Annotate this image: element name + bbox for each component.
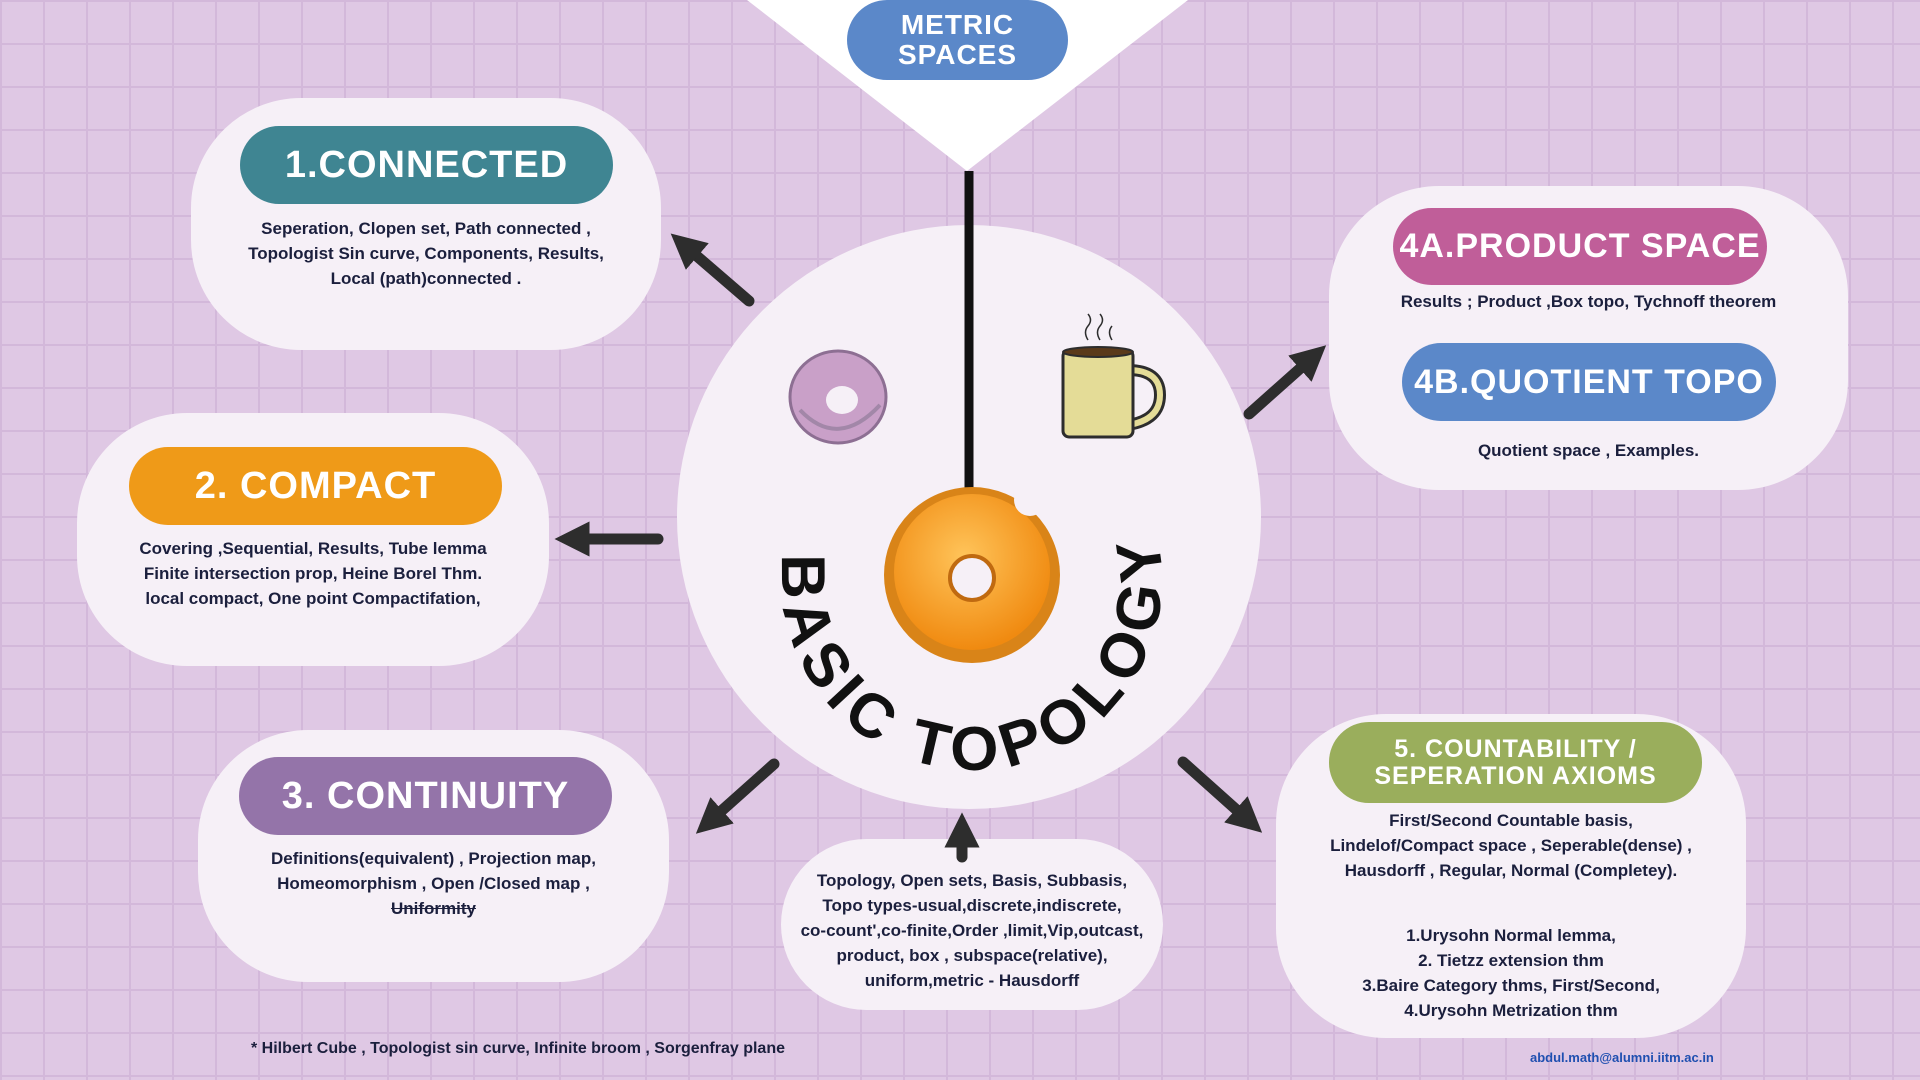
text-line: Homeomorphism , Open /Closed map ,: [277, 874, 590, 893]
text-line: Finite intersection prop, Heine Borel Th…: [143, 564, 483, 583]
metric-spaces-pill: METRIC SPACES: [847, 0, 1068, 80]
connected-text: Seperation, Clopen set, Path connected ,…: [191, 216, 661, 291]
quotient-text: Quotient space , Examples.: [1329, 438, 1848, 463]
compact-title: 2. COMPACT: [129, 447, 502, 525]
spaces-label: SPACES: [897, 39, 1018, 70]
text-line: 3.Baire Category thms, First/Second,: [1362, 976, 1660, 995]
product-space-title: 4A.PRODUCT SPACE: [1393, 208, 1767, 285]
footnote: * Hilbert Cube , Topologist sin curve, I…: [251, 1040, 785, 1057]
text-line: 1.Urysohn Normal lemma,: [1406, 926, 1616, 945]
torus-icon: [788, 349, 888, 445]
text-line: Results ; Product ,Box topo, Tychnoff th…: [1400, 292, 1777, 311]
text-line: Hausdorff , Regular, Normal (Completey).: [1344, 861, 1678, 880]
text-line: uniform,metric - Hausdorff: [864, 971, 1080, 990]
text-line: Topologist Sin curve, Components, Result…: [248, 244, 604, 263]
continuity-title: 3. CONTINUITY: [239, 757, 612, 835]
text-line: Lindelof/Compact space , Seperable(dense…: [1330, 836, 1692, 855]
product-text: Results ; Product ,Box topo, Tychnoff th…: [1329, 289, 1848, 314]
basics-card: [781, 839, 1163, 1010]
author-email: abdul.math@alumni.iitm.ac.in: [1530, 1050, 1714, 1065]
basics-text: Topology, Open sets, Basis, Subbasis, To…: [781, 868, 1163, 993]
text-line: First/Second Countable basis,: [1389, 811, 1633, 830]
text-line: Topo types-usual,discrete,indiscrete,: [822, 896, 1122, 915]
text-line: product, box , subspace(relative),: [836, 946, 1108, 965]
text-line: co-count',co-finite,Order ,limit,Vip,out…: [800, 921, 1144, 940]
countability-title: 5. COUNTABILITY / SEPERATION AXIOMS: [1329, 722, 1702, 803]
quotient-topo-title: 4B.QUOTIENT TOPO: [1402, 343, 1776, 421]
continuity-text: Definitions(equivalent) , Projection map…: [198, 846, 669, 921]
text-line: Definitions(equivalent) , Projection map…: [271, 849, 596, 868]
text-line: local compact, One point Compactifation,: [145, 589, 481, 608]
arrow-to-connected: [670, 233, 755, 307]
struck-text-line: Uniformity: [391, 899, 476, 918]
metric-label: METRIC: [900, 9, 1015, 40]
text-line: Topology, Open sets, Basis, Subbasis,: [816, 871, 1128, 890]
connected-title: 1.CONNECTED: [240, 126, 613, 204]
arrow-to-product-quotient: [1243, 345, 1327, 420]
text-line: Local (path)connected .: [330, 269, 522, 288]
text-line: 2. Tietzz extension thm: [1418, 951, 1604, 970]
arrow-to-countability: [1177, 756, 1263, 833]
arrow-to-continuity: [695, 758, 780, 834]
text-line: Covering ,Sequential, Results, Tube lemm…: [139, 539, 487, 558]
title-line: SEPERATION AXIOMS: [1374, 761, 1657, 790]
text-line: Seperation, Clopen set, Path connected ,: [261, 219, 591, 238]
text-line: Quotient space , Examples.: [1477, 441, 1700, 460]
coffee-mug-icon: [1061, 313, 1167, 439]
donut-icon: [884, 484, 1060, 663]
countability-theorems: 1.Urysohn Normal lemma, 2. Tietzz extens…: [1276, 923, 1746, 1023]
compact-text: Covering ,Sequential, Results, Tube lemm…: [77, 536, 549, 611]
text-line: 4.Urysohn Metrization thm: [1404, 1001, 1618, 1020]
countability-text: First/Second Countable basis, Lindelof/C…: [1276, 808, 1746, 883]
title-line: 5. COUNTABILITY /: [1394, 734, 1637, 763]
